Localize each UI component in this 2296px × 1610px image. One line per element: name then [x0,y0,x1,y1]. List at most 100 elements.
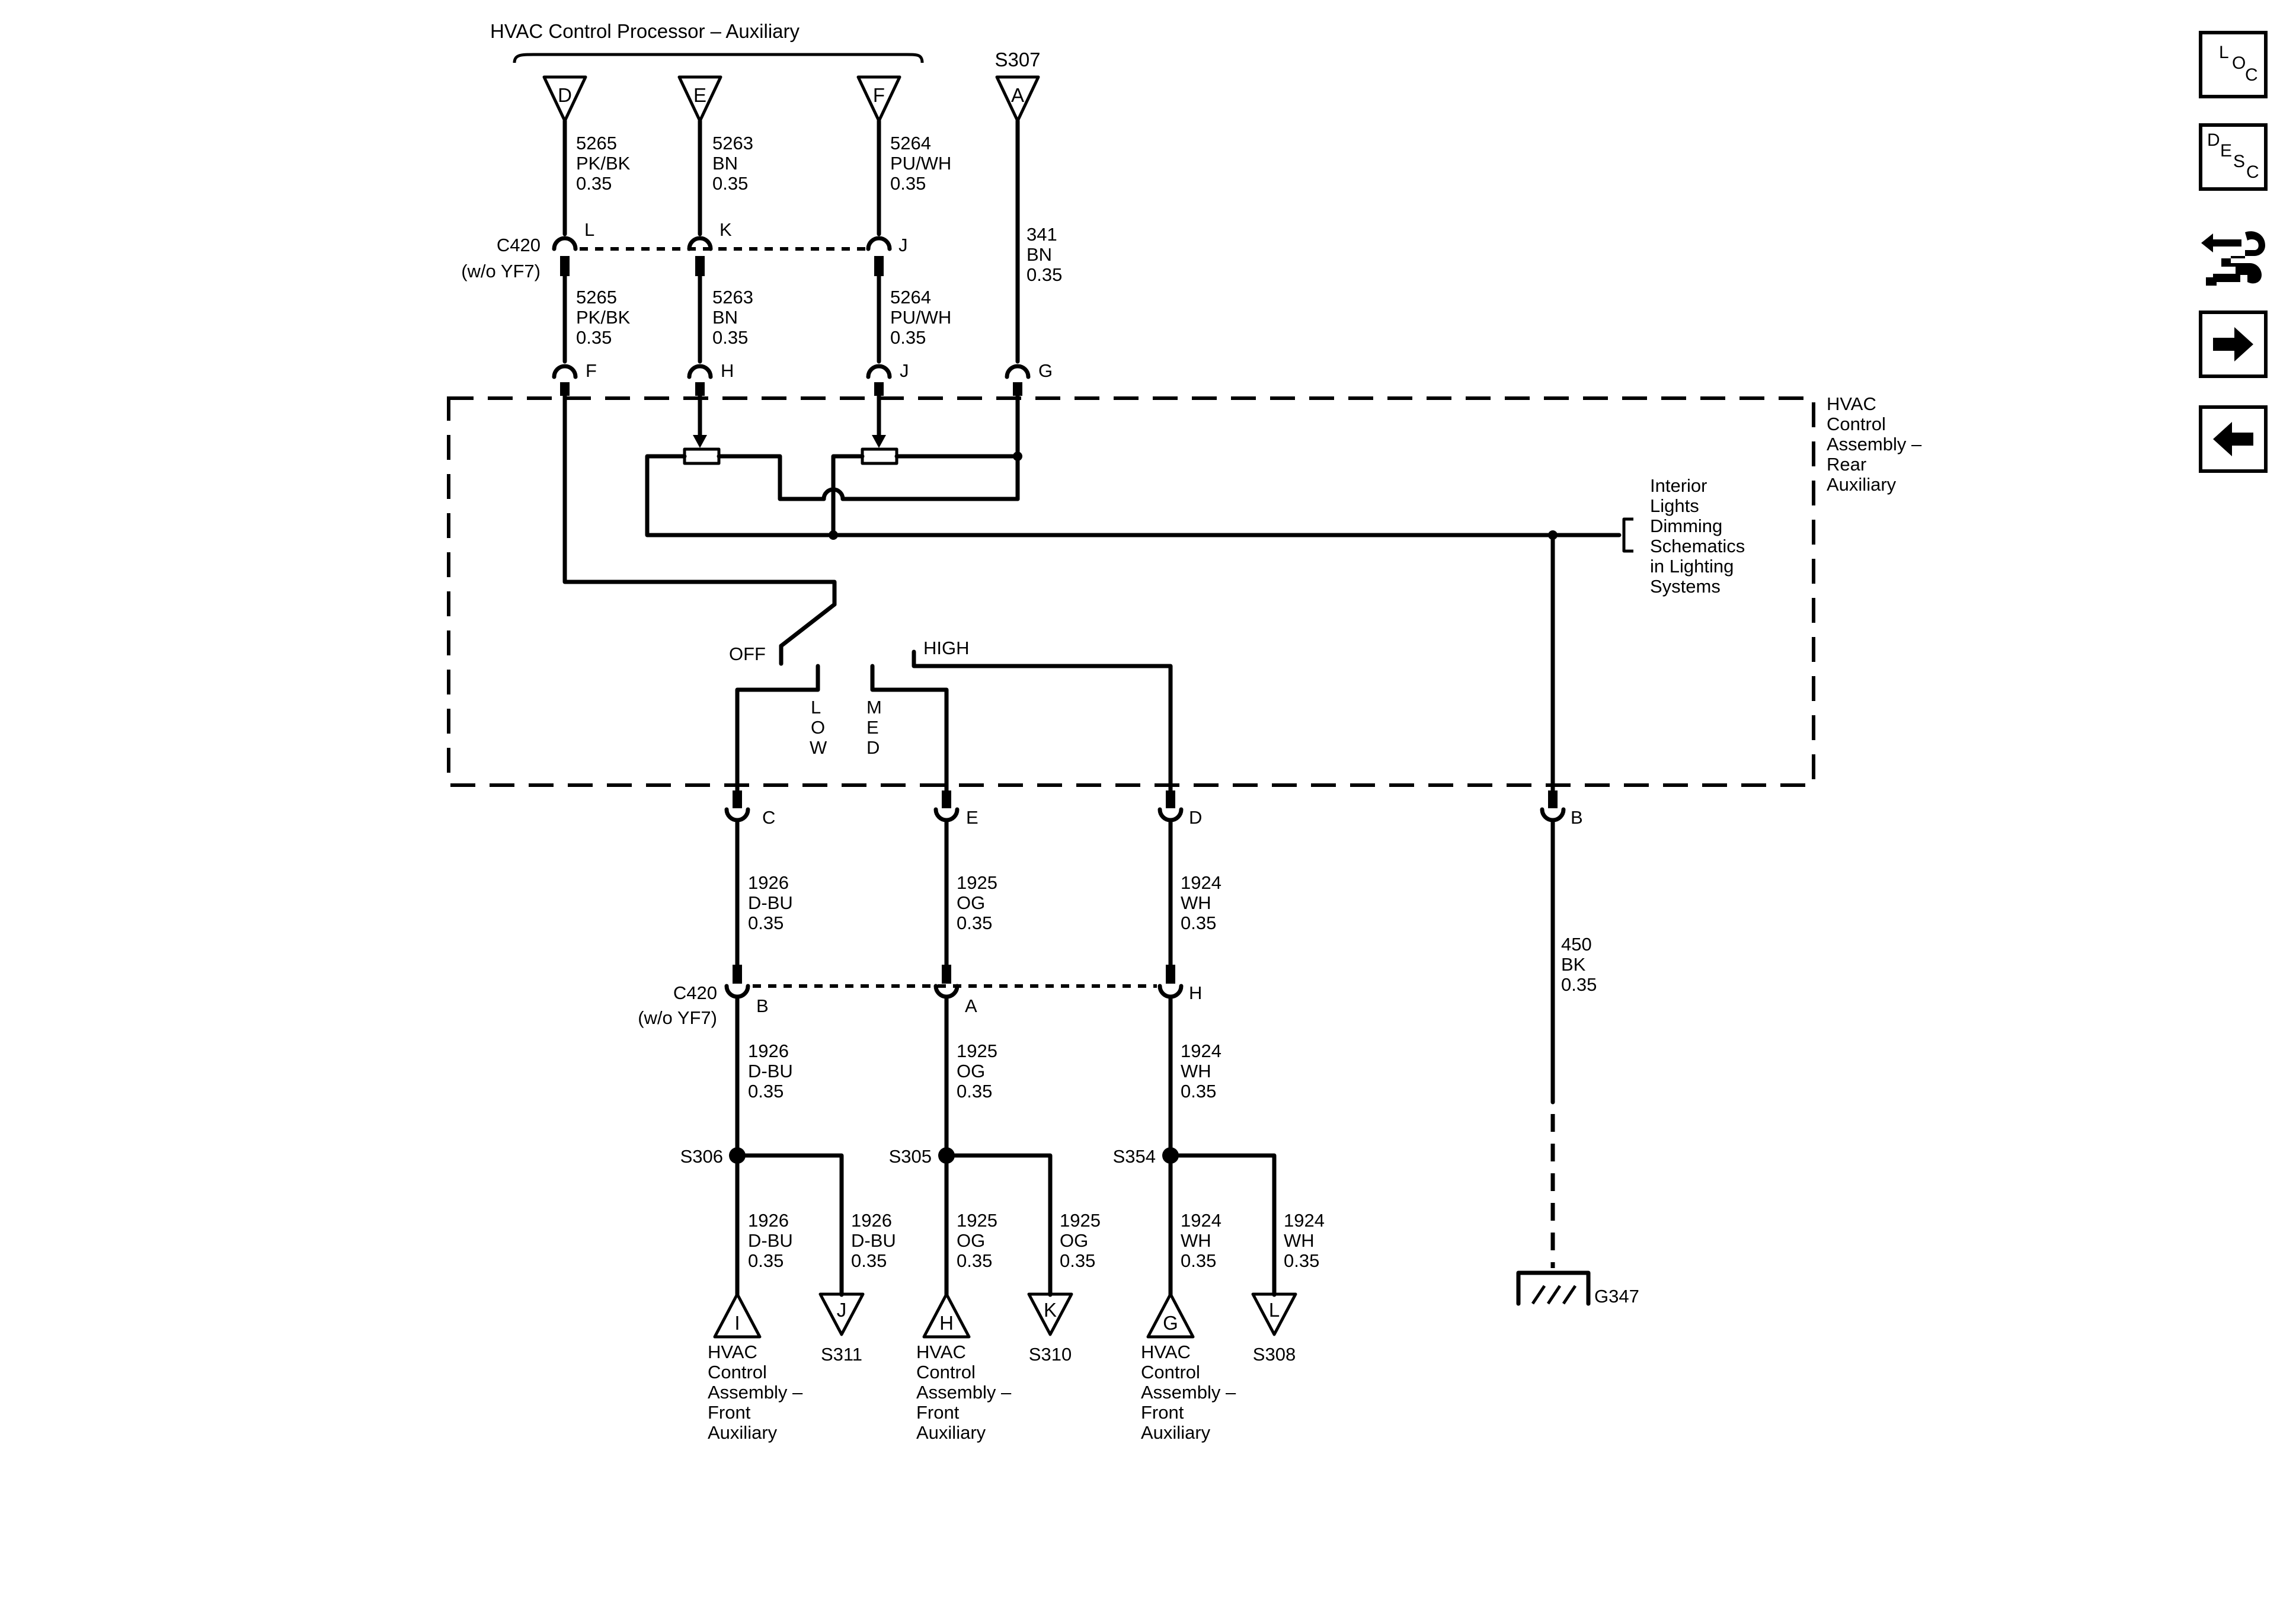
svg-text:OG: OG [957,892,985,913]
connector-E: E [677,75,722,123]
svg-text:0.35: 0.35 [890,327,926,348]
svg-text:Rear: Rear [1827,454,1866,475]
svg-text:L: L [584,219,594,240]
svg-text:Schematics: Schematics [1650,536,1745,556]
svg-text:H: H [721,360,734,381]
svg-text:D: D [1189,807,1202,828]
svg-text:1924: 1924 [1181,1210,1221,1231]
description-button[interactable]: D E S C [2199,123,2268,191]
svg-text:0.35: 0.35 [712,173,748,194]
svg-text:Systems: Systems [1650,576,1721,597]
svg-text:K: K [1044,1299,1057,1321]
next-page-button[interactable] [2199,311,2268,378]
svg-text:G: G [1163,1312,1178,1334]
svg-text:S310: S310 [1029,1344,1072,1365]
svg-text:in Lighting: in Lighting [1650,556,1734,577]
splice-s305: S305 1925 OG 0.35 1925 OG 0.35 H K S310 [889,1146,1101,1365]
svg-text:S354: S354 [1113,1146,1156,1167]
svg-text:Dimming: Dimming [1650,516,1722,536]
svg-text:Front: Front [708,1402,751,1423]
svg-text:1925: 1925 [1060,1210,1101,1231]
svg-text:Lights: Lights [1650,495,1699,516]
svg-text:W: W [810,737,827,758]
svg-text:Assembly –: Assembly – [1141,1382,1236,1403]
svg-text:PK/BK: PK/BK [576,307,631,328]
svg-text:5264: 5264 [890,287,931,308]
svg-text:Control: Control [1827,414,1886,434]
wire-label-1924-b: 1924 WH 0.35 [1181,1041,1221,1102]
svg-text:0.35: 0.35 [957,1081,992,1102]
assembly-top-pins: F H J G [552,360,1053,396]
processor-title: HVAC Control Processor – Auxiliary [490,20,800,42]
wire-label-450: 450 BK 0.35 [1561,934,1597,995]
wire-label-5264-lower: 5264 PU/WH 0.35 [890,287,951,348]
svg-text:M: M [866,697,882,718]
svg-text:S307: S307 [994,49,1040,71]
svg-text:S308: S308 [1253,1344,1296,1365]
dest-label-front-aux-3: HVAC Control Assembly – Front Auxiliary [1141,1342,1236,1443]
svg-text:BK: BK [1561,954,1586,975]
svg-text:E: E [693,84,706,106]
arrow-right-icon [2213,327,2253,361]
svg-text:PU/WH: PU/WH [890,153,951,174]
svg-text:OG: OG [957,1230,985,1251]
svg-text:J: J [898,235,908,255]
svg-text:0.35: 0.35 [748,1081,784,1102]
svg-text:0.35: 0.35 [1181,913,1216,933]
assembly-label: HVAC Control Assembly – Rear Auxiliary [1827,393,1922,495]
connector-D: D [542,75,587,123]
svg-text:L: L [2219,43,2229,62]
svg-text:G: G [1038,360,1053,381]
svg-text:0.35: 0.35 [851,1250,887,1271]
svg-text:B: B [1571,807,1583,828]
svg-text:Front: Front [916,1402,960,1423]
svg-text:5265: 5265 [576,133,617,153]
svg-text:H: H [939,1312,954,1334]
svg-text:C420: C420 [497,235,541,255]
svg-text:5263: 5263 [712,287,753,308]
splice-s306: S306 1926 D-BU 0.35 1926 D-BU 0.35 I J S… [680,1146,896,1365]
svg-text:0.35: 0.35 [1561,974,1597,995]
c420-lower-connector: C420 (w/o YF7) B A H [638,965,1202,1028]
svg-text:K: K [720,219,732,240]
svg-text:F: F [873,84,885,106]
svg-text:1924: 1924 [1181,1041,1221,1061]
switch-low-label: L O W [810,697,827,758]
svg-text:G347: G347 [1594,1286,1639,1307]
svg-text:Auxiliary: Auxiliary [916,1422,986,1443]
wire-label-5265-upper: 5265 PK/BK 0.35 [576,133,631,194]
svg-text:Control: Control [916,1362,976,1382]
wire-label-1926-a: 1926 D-BU 0.35 [748,872,793,933]
svg-text:0.35: 0.35 [1181,1081,1216,1102]
svg-text:5263: 5263 [712,133,753,153]
svg-text:WH: WH [1181,1061,1211,1081]
svg-text:0.35: 0.35 [748,913,784,933]
svg-text:Front: Front [1141,1402,1184,1423]
svg-text:0.35: 0.35 [1181,1250,1216,1271]
processor-brace [513,53,924,63]
svg-text:BN: BN [712,307,738,328]
svg-text:F: F [586,360,597,381]
svg-text:1924: 1924 [1284,1210,1325,1231]
svg-text:OG: OG [957,1061,985,1081]
svg-text:0.35: 0.35 [576,327,612,348]
svg-text:I: I [734,1312,740,1334]
diagnostic-tools-icon[interactable] [2195,219,2272,290]
wire-label-5265-lower: 5265 PK/BK 0.35 [576,287,631,348]
svg-text:HVAC: HVAC [1827,393,1876,414]
svg-text:S305: S305 [889,1146,932,1167]
location-button[interactable]: L O C [2199,31,2268,98]
resistor-j [861,447,898,465]
previous-page-button[interactable] [2199,405,2268,473]
svg-text:Auxiliary: Auxiliary [708,1422,778,1443]
svg-text:D-BU: D-BU [748,892,793,913]
svg-text:PK/BK: PK/BK [576,153,631,174]
svg-text:D: D [2207,130,2220,150]
svg-text:J: J [837,1299,847,1321]
svg-text:(w/o YF7): (w/o YF7) [461,261,541,281]
wire-label-5263-lower: 5263 BN 0.35 [712,287,753,348]
svg-text:450: 450 [1561,934,1592,955]
resistor-h [683,447,721,465]
svg-text:Assembly –: Assembly – [1827,434,1922,454]
svg-text:A: A [1011,84,1024,106]
